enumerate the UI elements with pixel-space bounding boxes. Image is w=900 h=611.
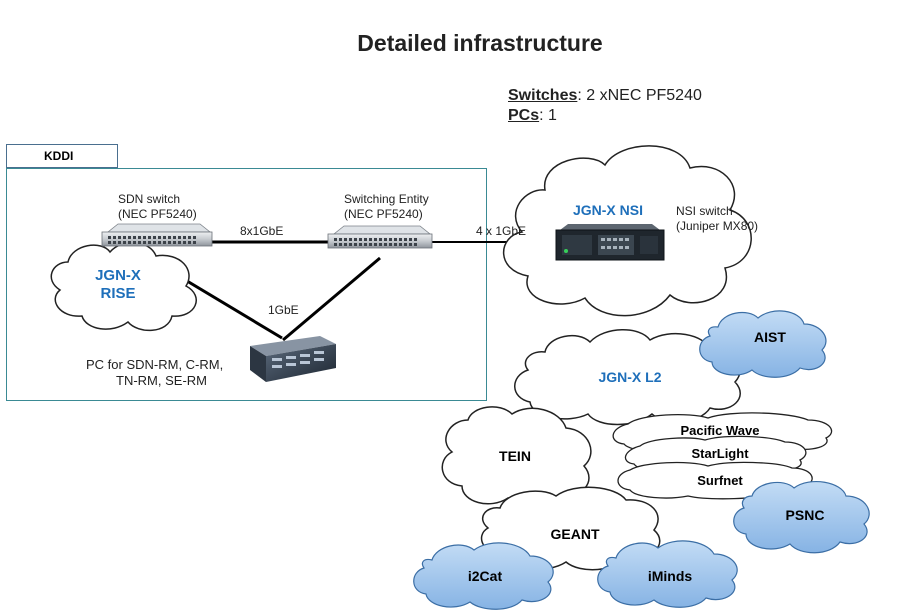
nsi-switch-label-line1: NSI switch bbox=[676, 204, 733, 218]
pcs-spec: PCs: 1 bbox=[508, 107, 557, 125]
switching-entity-label-line2: (NEC PF5240) bbox=[344, 207, 423, 221]
cloud-label-starlight: StarLight bbox=[691, 446, 749, 461]
pc-server-device bbox=[250, 336, 336, 382]
cloud-aist bbox=[699, 310, 827, 378]
cloud-label-i2cat: i2Cat bbox=[467, 568, 503, 584]
kddi-site-frame bbox=[6, 168, 487, 401]
cloud-label-nsi: JGN-X NSI bbox=[572, 202, 643, 218]
cloud-label-psnc: PSNC bbox=[785, 507, 825, 523]
pcs-value: : 1 bbox=[539, 107, 557, 124]
link-label-4x1gbe: 4 x 1GbE bbox=[476, 224, 527, 238]
switching-entity-label-line1: Switching Entity bbox=[344, 192, 429, 206]
link-label-1gbe: 1GbE bbox=[268, 303, 299, 317]
cloud-iminds bbox=[597, 540, 738, 608]
link-label-8x1gbe: 8x1GbE bbox=[240, 224, 284, 238]
cloud-label-l2: JGN-X L2 bbox=[598, 369, 662, 385]
kddi-label: KDDI bbox=[44, 149, 74, 163]
switches-spec: Switches: 2 xNEC PF5240 bbox=[508, 87, 702, 105]
cloud-label-geant: GEANT bbox=[550, 526, 600, 542]
diagram-title: Detailed infrastructure bbox=[357, 30, 603, 56]
nsi-switch-label-line2: (Juniper MX80) bbox=[676, 219, 759, 233]
cloud-i2cat bbox=[413, 542, 554, 610]
sdn-switch-label-line2: (NEC PF5240) bbox=[118, 207, 197, 221]
link-se-to-pc bbox=[282, 256, 381, 342]
cloud-jgnx-l2 bbox=[514, 329, 741, 426]
sdn-switch-label-line1: SDN switch bbox=[118, 192, 181, 206]
pc-label-line2: TN-RM, SE-RM bbox=[116, 373, 207, 388]
cloud-label-aist: AIST bbox=[754, 329, 786, 345]
pcs-label: PCs bbox=[508, 107, 540, 124]
cloud-label-pacific-wave: Pacific Wave bbox=[680, 423, 760, 438]
cloud-psnc bbox=[733, 481, 870, 554]
cloud-label-tein: TEIN bbox=[499, 448, 531, 464]
cloud-label-iminds: iMinds bbox=[647, 568, 693, 584]
sdn-switch-device bbox=[101, 223, 213, 247]
switching-entity-device bbox=[327, 225, 433, 249]
cloud-label-surfnet: Surfnet bbox=[697, 473, 743, 488]
nsi-switch-device bbox=[555, 224, 665, 261]
cloud-label-rise-line2: RISE bbox=[100, 285, 136, 302]
pc-label-line1: PC for SDN-RM, C-RM, bbox=[86, 357, 224, 372]
switches-value: : 2 xNEC PF5240 bbox=[577, 87, 702, 104]
switches-label: Switches bbox=[508, 87, 578, 104]
kddi-tab: KDDI bbox=[6, 144, 118, 168]
cloud-label-rise-line1: JGN-X bbox=[95, 267, 141, 284]
